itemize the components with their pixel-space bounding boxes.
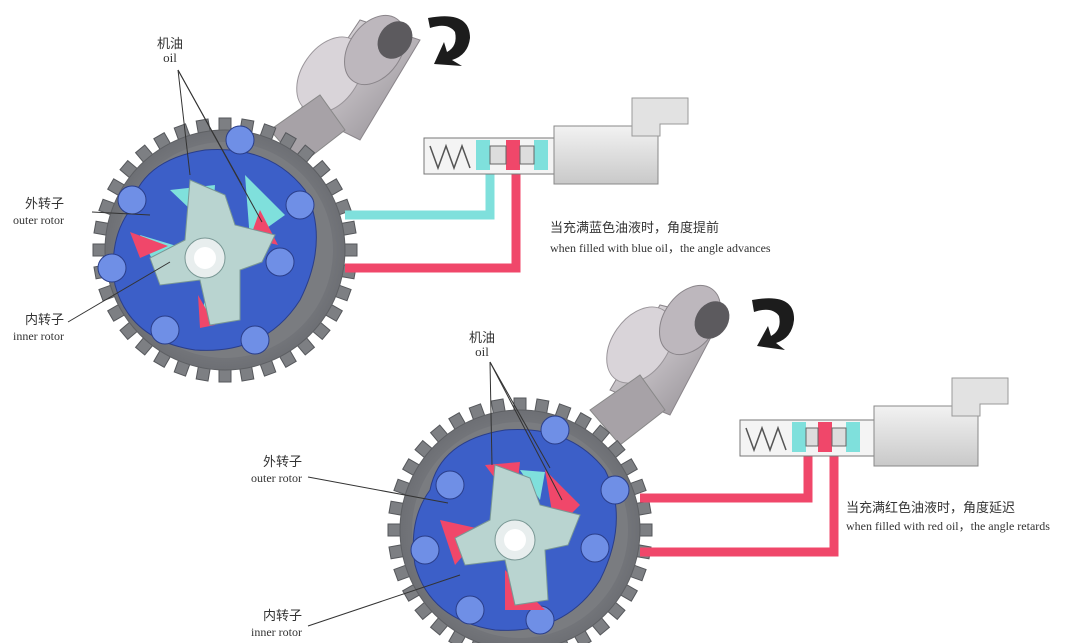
top-leader-lines <box>67 69 263 323</box>
top-inner-rotor-label-cn: 内转子 <box>25 312 64 327</box>
bottom-oil-label-en: oil <box>475 344 489 359</box>
top-assembly <box>92 14 689 383</box>
top-solenoid-valve <box>423 97 689 185</box>
bottom-labels: 机油 oil 外转子 outer rotor 内转子 inner rotor 当… <box>251 330 1050 639</box>
bottom-assembly <box>387 284 1009 643</box>
bottom-solenoid-valve <box>739 377 1009 467</box>
bottom-camshaft <box>589 284 730 446</box>
top-oil-label-cn: 机油 <box>157 36 183 51</box>
top-labels: 机油 oil 外转子 outer rotor 内转子 inner rotor 当… <box>13 36 771 343</box>
bottom-oil-lines <box>640 452 839 557</box>
bottom-rotation-arrow-icon <box>752 298 795 350</box>
bottom-outer-rotor-label-cn: 外转子 <box>263 454 302 469</box>
top-outer-rotor-label-cn: 外转子 <box>25 196 64 211</box>
bottom-inner-rotor-label-cn: 内转子 <box>263 608 302 623</box>
top-inner-rotor-label-en: inner rotor <box>13 329 64 343</box>
bottom-oil-label-cn: 机油 <box>469 330 495 345</box>
bottom-caption-cn: 当充满红色油液时，角度延迟 <box>846 500 1015 515</box>
top-inner-rotor <box>149 179 276 326</box>
top-caption-cn: 当充满蓝色油液时，角度提前 <box>550 220 719 235</box>
bottom-caption-en: when filled with red oil，the angle retar… <box>846 519 1050 533</box>
top-camshaft <box>269 14 421 166</box>
bottom-leader-lines <box>307 361 563 627</box>
bottom-inner-rotor-label-en: inner rotor <box>251 625 302 639</box>
bottom-outer-rotor-label-en: outer rotor <box>251 471 302 485</box>
top-oil-lines <box>345 162 521 273</box>
top-oil-label-en: oil <box>163 50 177 65</box>
top-rotation-arrow-icon <box>428 16 470 66</box>
bottom-inner-rotor <box>454 464 581 606</box>
top-outer-rotor-label-en: outer rotor <box>13 213 64 227</box>
top-caption-en: when filled with blue oil，the angle adva… <box>550 241 771 255</box>
